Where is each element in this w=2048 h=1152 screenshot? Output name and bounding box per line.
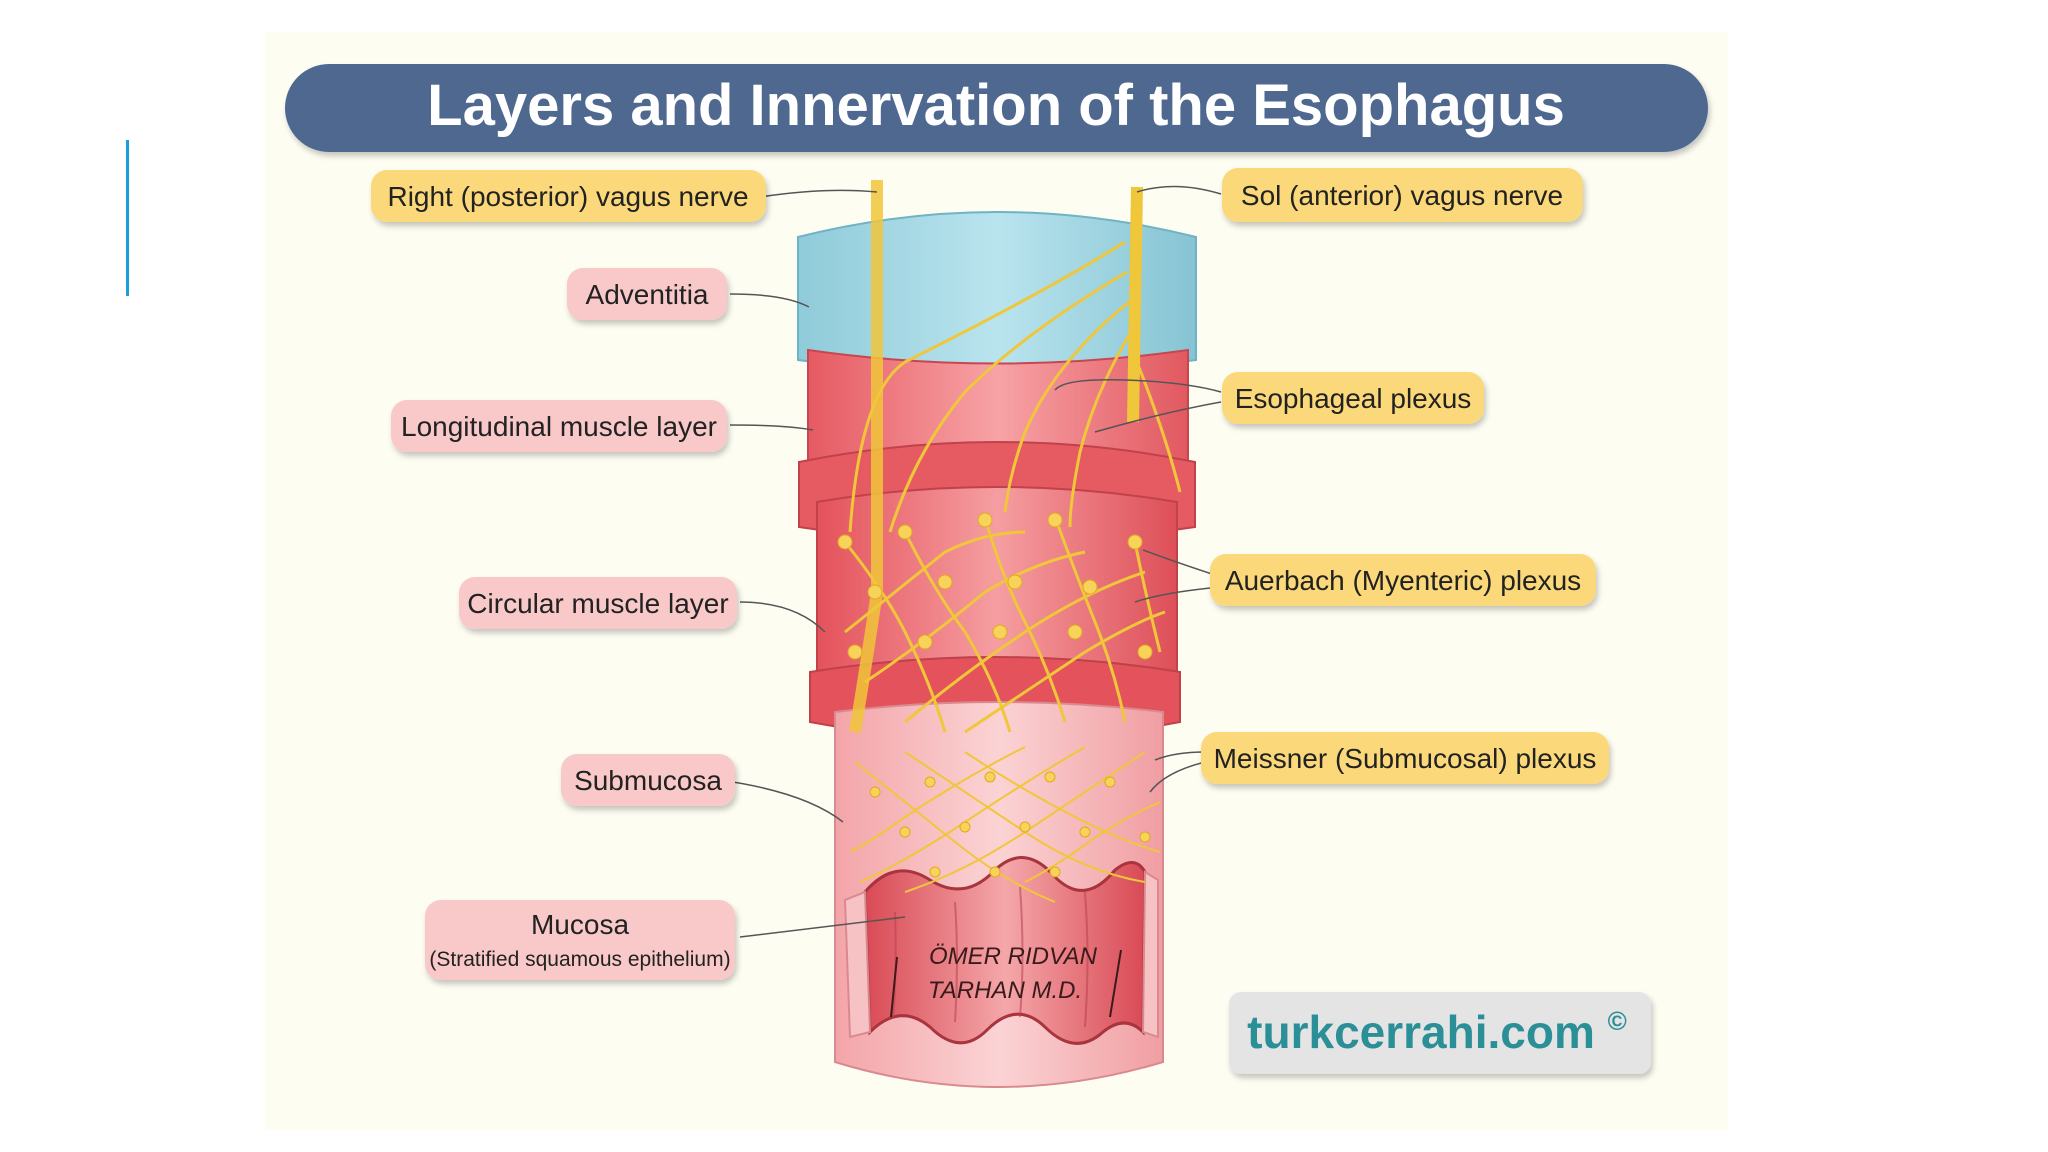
label-submucosa: Submucosa — [561, 754, 735, 806]
label-esophageal-plexus: Esophageal plexus — [1222, 372, 1484, 424]
title-bar: Layers and Innervation of the Esophagus — [285, 64, 1708, 152]
svg-text:Sol (anterior) vagus nerve: Sol (anterior) vagus nerve — [1241, 180, 1563, 211]
watermark-text: turkcerrahi.com — [1247, 1006, 1595, 1058]
svg-text:Mucosa: Mucosa — [531, 909, 629, 940]
esophagus-figure: Layers and Innervation of the Esophagus — [265, 32, 1728, 1130]
svg-text:Auerbach (Myenteric) plexus: Auerbach (Myenteric) plexus — [1225, 565, 1581, 596]
svg-text:turkcerrahi.com ©: turkcerrahi.com © — [1247, 1006, 1627, 1058]
watermark: turkcerrahi.com © — [1229, 992, 1651, 1074]
esophagus-diagram: Layers and Innervation of the Esophagus — [285, 64, 1708, 1088]
ganglia — [837, 512, 1153, 878]
signature-line-2: TARHAN M.D. — [928, 977, 1082, 1004]
esophagus-tube — [797, 211, 1197, 1088]
signature-line-1: ÖMER RIDVAN — [929, 943, 1098, 970]
svg-text:Right (posterior) vagus nerve: Right (posterior) vagus nerve — [387, 181, 748, 212]
copyright-mark: © — [1608, 1006, 1627, 1036]
label-left-vagus: Sol (anterior) vagus nerve — [1222, 168, 1583, 222]
accent-line — [126, 140, 129, 296]
svg-text:Circular muscle layer: Circular muscle layer — [467, 588, 728, 619]
author-signature: ÖMER RIDVAN TARHAN M.D. — [890, 943, 1122, 1018]
label-circular-muscle: Circular muscle layer — [459, 577, 737, 629]
svg-text:Submucosa: Submucosa — [574, 765, 722, 796]
label-meissner-plexus: Meissner (Submucosal) plexus — [1201, 732, 1609, 784]
diagram-title: Layers and Innervation of the Esophagus — [427, 73, 1565, 138]
svg-text:Longitudinal muscle layer: Longitudinal muscle layer — [401, 411, 717, 442]
svg-text:Adventitia: Adventitia — [586, 279, 709, 310]
left-vagus-trunk — [1127, 186, 1143, 423]
label-adventitia: Adventitia — [567, 268, 727, 320]
svg-text:(Stratified squamous epitheliu: (Stratified squamous epithelium) — [429, 948, 730, 971]
label-auerbach-plexus: Auerbach (Myenteric) plexus — [1210, 554, 1596, 606]
svg-text:Esophageal plexus: Esophageal plexus — [1235, 383, 1472, 414]
label-right-vagus: Right (posterior) vagus nerve — [371, 170, 766, 222]
label-longitudinal-muscle: Longitudinal muscle layer — [391, 400, 727, 452]
svg-text:Meissner (Submucosal) plexus: Meissner (Submucosal) plexus — [1214, 743, 1597, 774]
label-mucosa: Mucosa (Stratified squamous epithelium) — [425, 900, 735, 980]
